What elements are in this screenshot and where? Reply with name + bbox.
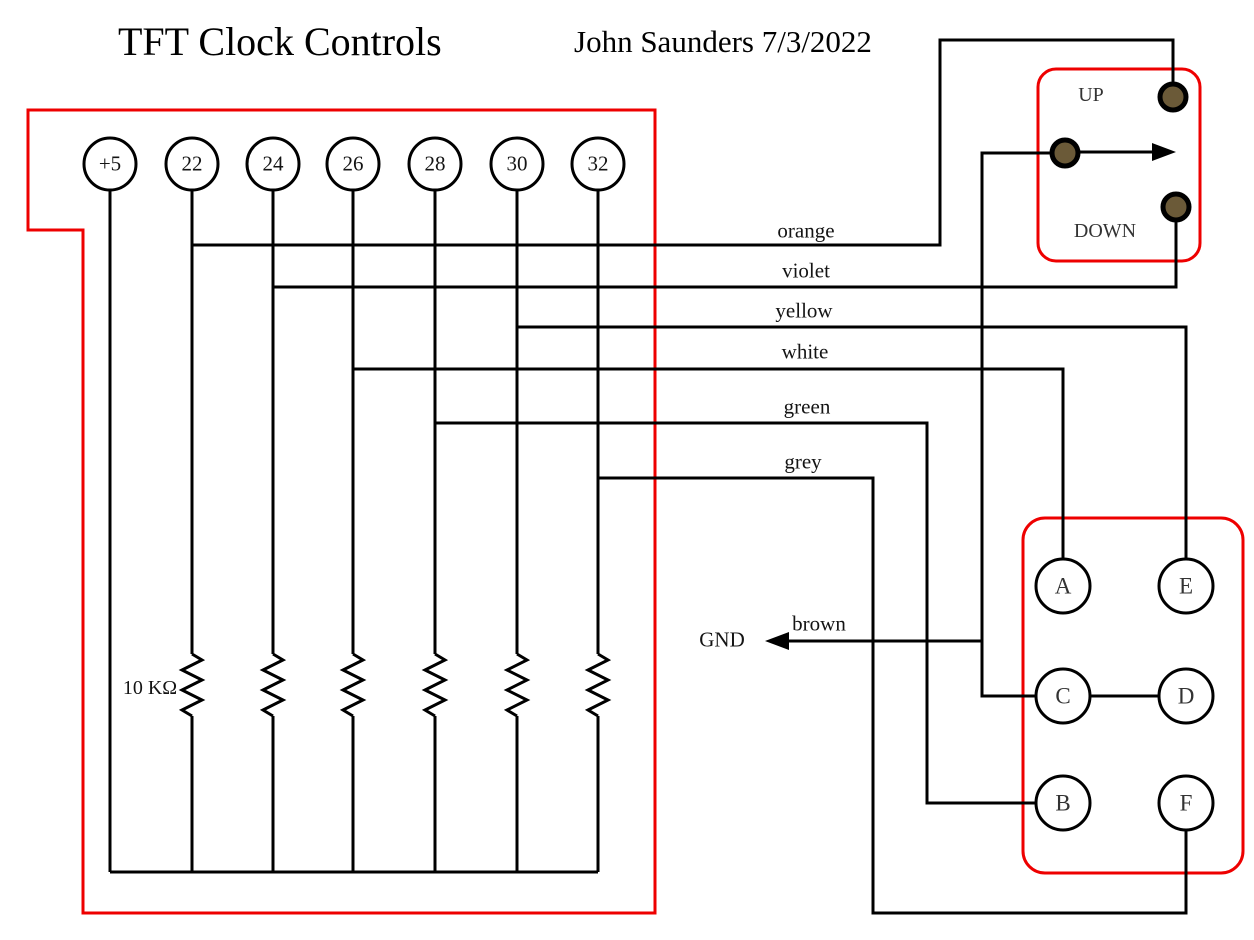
terminal-label-d: D [1177,683,1195,709]
pin-circles [82,136,626,192]
switch-up-label: UP [1078,84,1104,106]
pin-column-wires [108,190,600,874]
switch-terminal-dots [1049,81,1192,223]
common-wire [980,151,1051,698]
green-wire [435,421,1036,805]
pin-label-26: 26 [342,151,364,176]
terminal-label-b: B [1055,790,1071,816]
wire-label-orange: orange [777,218,835,243]
gnd-arrowhead [765,632,789,650]
updown-switch-outline [1036,67,1202,263]
pullup-resistors [178,652,612,718]
wire-label-white: white [781,339,829,364]
pin-label-28: 28 [424,151,446,176]
arrows [765,143,1176,650]
wire-label-green: green [783,394,831,419]
pin-label-plus5: +5 [98,151,122,176]
down-terminal-dot [1160,191,1192,223]
pin-label-22: 22 [181,151,203,176]
wire-label-yellow: yellow [775,298,833,323]
terminal-label-a: A [1054,573,1072,599]
up-terminal-dot [1157,81,1189,113]
resistor-value-label: 10 KΩ [122,677,178,699]
terminal-label-f: F [1179,790,1193,816]
connector-terminal-circles [1034,557,1215,832]
violet-wire [273,221,1178,289]
wire-label-violet: violet [782,258,830,283]
terminal-label-e: E [1178,573,1194,599]
terminal-label-c: C [1055,683,1071,709]
gnd-label: GND [699,627,745,652]
switch-wiper-arrowhead [1152,143,1176,161]
signal-wires [192,38,1188,915]
wire-label-grey: grey [784,449,822,474]
white-wire [353,367,1065,559]
controller-board-outline [26,108,657,915]
switch-down-label: DOWN [1073,220,1137,242]
page-title: TFT Clock Controls [118,19,442,64]
wire-label-brown: brown [792,611,846,636]
author-date: John Saunders 7/3/2022 [574,24,872,59]
grey-wire [598,476,1188,915]
common-terminal-dot [1049,137,1081,169]
pin-label-32: 32 [587,151,609,176]
yellow-wire [517,325,1188,559]
orange-wire [192,38,1175,247]
pin-label-30: 30 [506,151,528,176]
pin-label-24: 24 [262,151,284,176]
